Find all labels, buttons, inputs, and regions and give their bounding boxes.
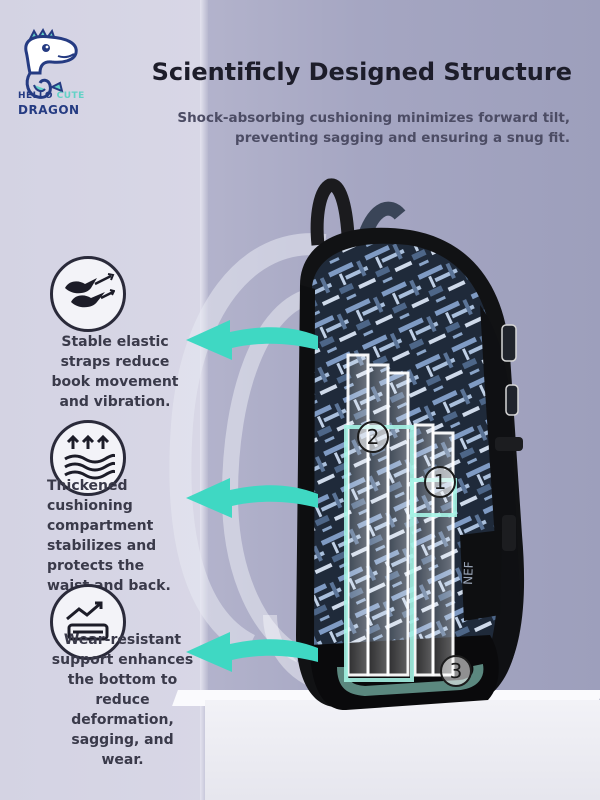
zone-label-2: 2 xyxy=(357,421,389,453)
page-subtitle: Shock-absorbing cushioning minimizes for… xyxy=(177,110,570,146)
feature-text-cushion: Thickened cushioning compartment stabili… xyxy=(47,478,171,594)
pedestal xyxy=(205,700,600,800)
feature-icon-straps xyxy=(50,256,126,332)
cushion-waves-icon xyxy=(64,434,115,480)
arrow-left-icon xyxy=(186,632,318,672)
dragon-logo-icon xyxy=(24,27,78,99)
brand-line-2: DRAGON xyxy=(18,103,80,117)
svg-text:NEF: NEF xyxy=(461,561,476,585)
zone-label-3: 3 xyxy=(440,655,472,687)
arrow-left-icon xyxy=(186,320,318,360)
wall-edge xyxy=(200,0,208,800)
backpack-illustration: NEF xyxy=(169,178,525,711)
zone-label-1: 1 xyxy=(424,466,456,498)
feature-icon-cushion xyxy=(50,420,126,496)
arrow-left-icon xyxy=(186,478,318,518)
motion-lines-icon xyxy=(65,273,115,308)
growth-support-icon xyxy=(66,601,109,641)
page-title: Scientificly Designed Structure xyxy=(151,58,572,86)
feature-text-straps: Stable elastic straps reduce book moveme… xyxy=(51,334,179,410)
brand-line-1: HELLO CUTE xyxy=(18,91,85,101)
feature-text-support: Wear-resistant support enhances the bott… xyxy=(51,632,194,768)
feature-icon-support xyxy=(50,584,126,660)
